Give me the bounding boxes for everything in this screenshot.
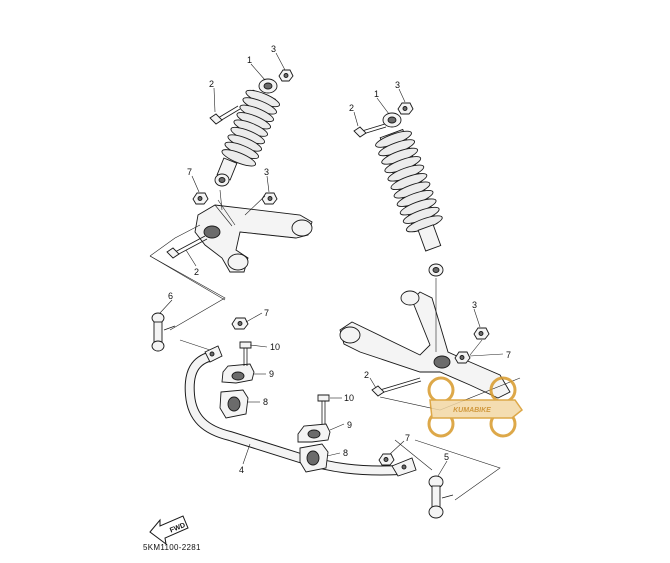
left-shock-absorber [214,78,280,187]
right-stabilizer-bushing [299,443,329,473]
left-top-nut [278,69,294,82]
left-stabilizer-bushing [219,389,249,419]
callout-right-3-mid: 3 [472,300,477,310]
left-mid-nut-3 [261,192,278,205]
callout-right-2-mid: 2 [364,370,369,380]
right-nut-7 [454,351,471,364]
callout-left-3-top: 3 [271,44,276,54]
callout-right-3-top: 3 [395,80,400,90]
left-stabilizer-clamp [221,363,255,384]
callout-stab-7-right: 7 [405,433,410,443]
watermark-text: KUMABIKE [453,407,491,414]
left-clamp-bolt [239,341,252,366]
callout-stab-9-left: 9 [269,369,274,379]
left-clamp-nut [231,317,249,330]
right-mid-bolt [371,377,422,397]
callout-stab-8-left: 8 [263,397,268,407]
left-lower-bolt [166,235,208,259]
callout-numbers: 1 2 3 7 3 2 1 2 3 3 7 2 6 7 10 9 8 4 10 … [168,44,511,475]
callout-stab-10-right: 10 [344,393,354,403]
left-lower-nut-7 [192,192,209,205]
fwd-arrow: FWD [149,515,189,546]
stabilizer-bar [184,345,417,477]
right-stabilizer-link-rod [428,475,454,519]
callout-right-2-top: 2 [349,103,354,113]
right-top-nut [397,102,414,115]
callout-stab-7-left: 7 [264,308,269,318]
right-clamp-bolt [317,394,330,424]
right-top-bolt [353,123,387,138]
right-stabilizer-nut-7 [378,453,395,466]
left-stabilizer-link-rod [151,312,176,352]
callout-left-2-bottom: 2 [194,267,199,277]
callout-left-3-mid: 3 [264,167,269,177]
callout-left-1: 1 [247,55,252,65]
left-top-bolt [209,105,241,125]
callout-stab-10-left: 10 [270,342,280,352]
callout-left-7: 7 [187,167,192,177]
right-shock-absorber [375,112,444,277]
callout-left-2-top: 2 [209,79,214,89]
right-stabilizer-clamp [297,423,331,443]
right-mid-nut-3 [473,327,490,340]
callout-stab-5: 5 [444,452,449,462]
callout-stab-6: 6 [168,291,173,301]
callout-right-7: 7 [506,350,511,360]
callout-leader-lines [159,52,504,477]
stabilizer-guide-lines [149,255,501,501]
kumabike-watermark-logo: KUMABIKE [427,376,524,438]
callout-right-1: 1 [374,89,379,99]
callout-stab-9-right: 9 [347,420,352,430]
right-swing-arm [339,290,511,399]
callout-stab-4: 4 [239,465,244,475]
part-code-label: 5KM1100-2281 [143,543,201,552]
callout-stab-8-right: 8 [343,448,348,458]
left-swing-arm [194,204,313,273]
